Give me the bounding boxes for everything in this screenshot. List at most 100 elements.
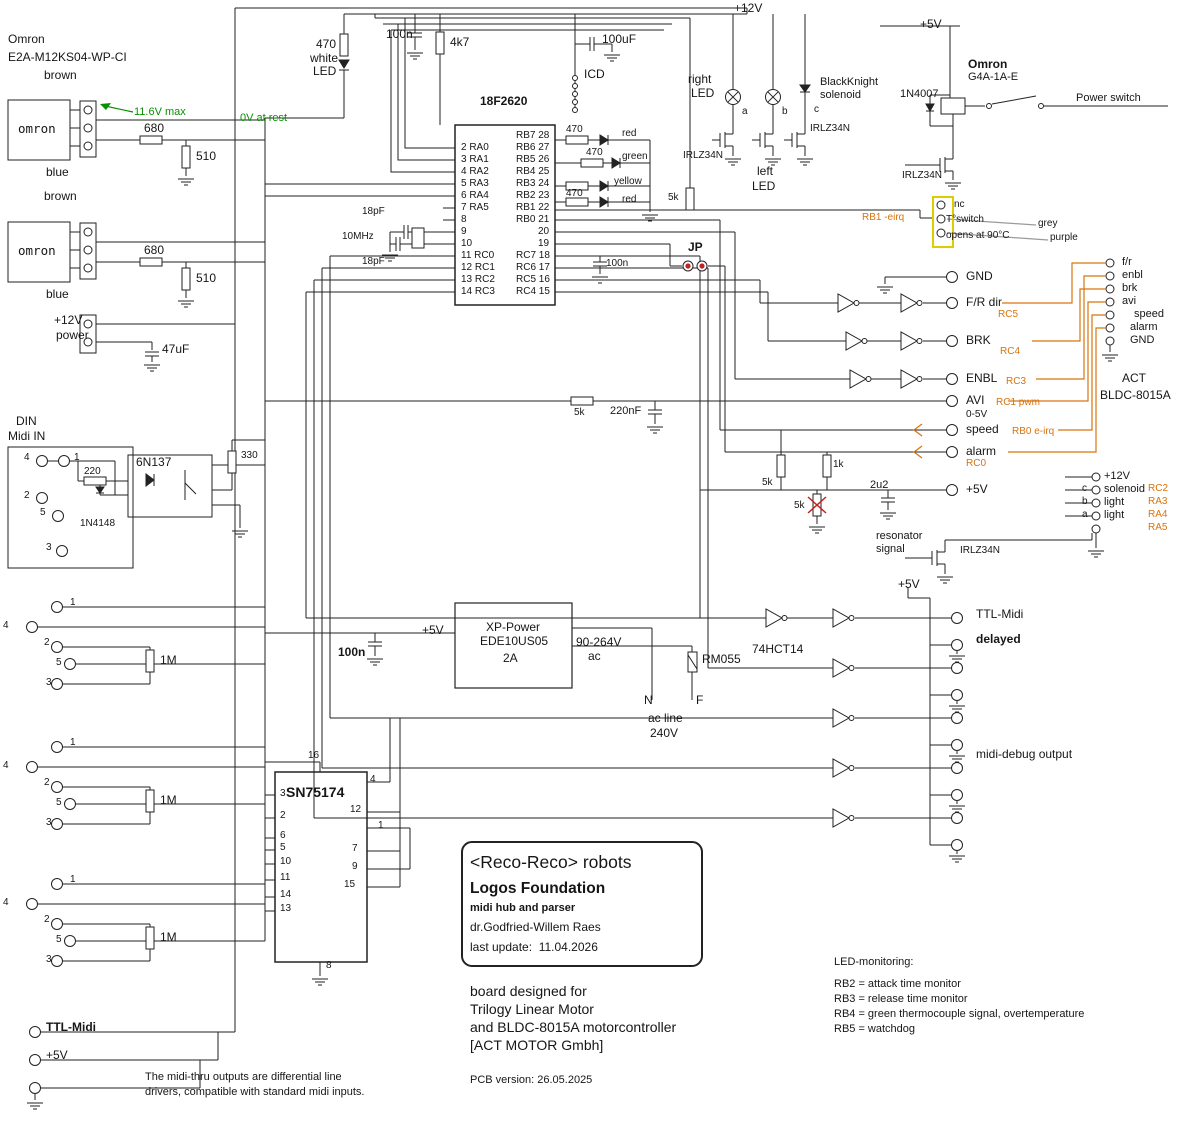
sig-enbl: ENBL: [966, 371, 998, 385]
conn-b: b: [1082, 496, 1088, 507]
resistor-5k-3: 5k: [762, 477, 773, 488]
pcb-version: PCB version: 26.05.2025: [470, 1074, 593, 1086]
mcu-pin: 12 RC1: [461, 262, 495, 273]
din-pin: 2: [44, 637, 50, 648]
jp-jumper-dot-1: [685, 263, 691, 269]
sensor-2-label: omron: [18, 243, 56, 258]
led-monitoring-3: RB4 = green thermocouple signal, overtem…: [834, 1008, 1085, 1020]
icd-pin: [572, 99, 578, 105]
title-sub: midi hub and parser: [470, 902, 576, 914]
led-monitoring-1: RB2 = attack time monitor: [834, 978, 961, 990]
din-pin: 3: [46, 954, 52, 965]
wire-blue-1: blue: [46, 165, 69, 179]
power-12v-connector: [79, 314, 97, 354]
mcu-pin: 8: [461, 214, 467, 225]
sn-pin: 3: [280, 788, 286, 799]
mcu-pin: 6 RA4: [461, 190, 489, 201]
icd-pin: [572, 83, 578, 89]
led-red-2: red: [622, 194, 637, 205]
conn-12v: +12V: [1104, 470, 1130, 482]
cap-2u2: 2u2: [870, 479, 889, 491]
crystal-wires: [389, 231, 455, 252]
mosfet-4: IRLZ34N: [960, 545, 1001, 556]
lamp-c: c: [814, 104, 819, 115]
din-pin: 4: [3, 760, 9, 771]
tswitch-label: T°switch: [946, 214, 984, 225]
sn-pin: 7: [352, 843, 358, 854]
wire-layer: [7, 7, 1168, 1110]
icd-pin: [572, 107, 578, 113]
switch-contact-2: [1038, 103, 1044, 109]
midi-5v: +5V: [898, 577, 920, 591]
mains-1: ac line: [648, 711, 683, 725]
fuse-rm055: RM055: [702, 652, 741, 666]
act-name-1: ACT: [1122, 371, 1146, 385]
title-main: <Reco-Reco> robots: [470, 852, 632, 872]
mcu-pin: 19: [538, 238, 550, 249]
din-pin: 2: [44, 914, 50, 925]
act-speed: speed: [1134, 308, 1164, 320]
din-pin: 4: [3, 620, 9, 631]
wire-brown-1: brown: [44, 68, 77, 82]
mcu-pin: RB4 25: [516, 166, 550, 177]
mcu-pin: 7 RA5: [461, 202, 489, 213]
psu-1: XP-Power: [486, 620, 541, 634]
mosfet-3: IRLZ34N: [902, 170, 943, 181]
wire-purple: purple: [1050, 232, 1078, 243]
orange-routing: [913, 262, 1106, 459]
din-pin: 5: [56, 934, 62, 945]
pin-rc2: RC2: [1148, 483, 1169, 494]
relay-brand: Omron: [968, 57, 1008, 71]
din-pin: 2: [44, 777, 50, 788]
omron-brand: Omron: [8, 32, 45, 46]
din-pin: 3: [46, 677, 52, 688]
cap-100n-1: 100n: [386, 27, 413, 41]
white-led-label1: white: [310, 51, 339, 65]
icd-label: ICD: [584, 67, 605, 81]
wire-blue-2: blue: [46, 287, 69, 301]
mcu-pin: RB6 27: [516, 142, 550, 153]
din-in-1: DIN: [16, 414, 37, 428]
lamp-a: a: [742, 106, 748, 117]
cap-100n-3: 100n: [338, 645, 366, 659]
resistor-680-1: 680: [144, 121, 165, 135]
act-enbl: enbl: [1122, 269, 1143, 281]
ttl-bottom-wires: [34, 1031, 235, 1100]
relay-model: G4A-1A-E: [968, 71, 1019, 83]
left-led-1: left: [757, 164, 774, 178]
sn-pin: 15: [344, 879, 356, 890]
led-monitoring-2: RB3 = release time monitor: [834, 993, 968, 1005]
cap-18pf-2: 18pF: [362, 256, 385, 267]
resonator-wires: [905, 345, 1111, 574]
mcu-pin: 11 RC0: [461, 250, 495, 261]
board-note-1: board designed for: [470, 983, 587, 999]
din-pin: 5: [56, 657, 62, 668]
sig-frdir: F/R dir: [966, 295, 1002, 309]
mains-f: F: [696, 693, 704, 707]
tswitch-highlight-box: [932, 196, 954, 248]
mains-2: 240V: [650, 726, 679, 740]
note-max-voltage: 11.6V max: [134, 106, 186, 118]
title-org: Logos Foundation: [470, 880, 606, 897]
power-12v-label2: power: [56, 328, 89, 342]
act-name-2: BLDC-8015A: [1100, 388, 1171, 402]
resistor-470-b: 470: [586, 147, 603, 158]
sn75174-outline: [274, 771, 368, 963]
power-12v-label: +12V: [54, 313, 83, 327]
blackknight-2: solenoid: [820, 89, 861, 101]
sn-pin: 1: [378, 820, 384, 831]
mcu-pin: RC7 18: [516, 250, 550, 261]
sensor-1-box: [7, 99, 71, 161]
sn-pin: 6: [280, 830, 286, 841]
mains-n: N: [644, 693, 653, 707]
mosfet-2: IRLZ34N: [810, 123, 851, 134]
resonator-1: resonator: [876, 530, 923, 542]
white-led-icon: [338, 59, 350, 69]
mcu-label: 18F2620: [480, 94, 528, 108]
resistor-510-1: 510: [196, 149, 217, 163]
mcu-pin: 10: [461, 238, 473, 249]
wire-brown-2: brown: [44, 189, 77, 203]
pin-ra4: RA4: [1148, 509, 1168, 520]
mcu-pin: RC5 16: [516, 274, 550, 285]
